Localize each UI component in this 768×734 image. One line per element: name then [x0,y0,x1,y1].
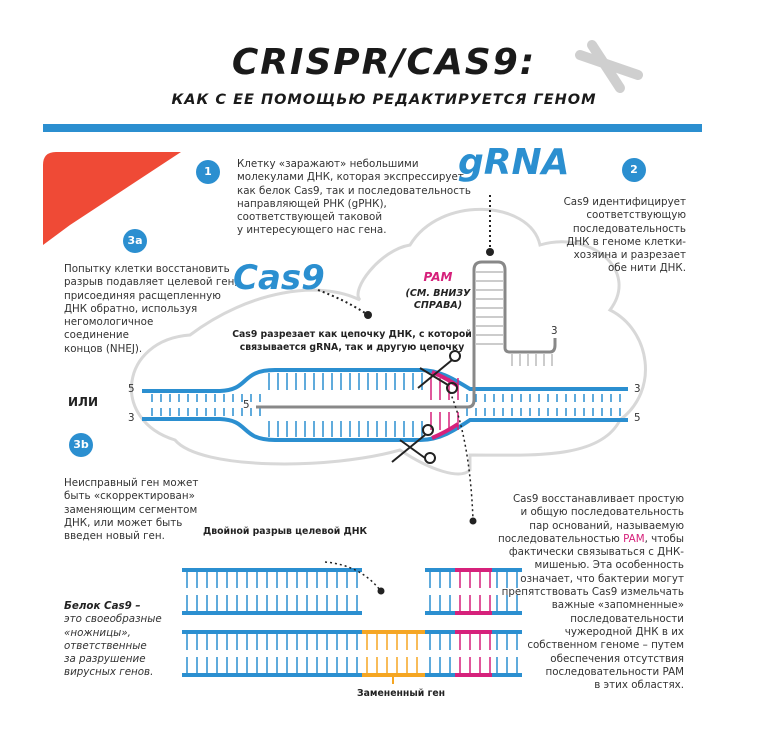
text-line: последовательности PAM [545,665,684,678]
text-line: собственном геноме – путем [527,639,684,652]
text-line: чужеродной ДНК в их [564,625,684,638]
text-line: соответствующей таковой [237,211,383,224]
text-line: как белок Cas9, так и последовательность [237,184,471,197]
grna-pointer-dot [486,248,494,256]
text-line: Неисправный ген может [64,477,199,489]
corner-decoration [43,152,181,245]
page-title: CRISPR/CAS9: [231,42,537,83]
text-line: разрыв подавляет целевой ген, [64,276,238,289]
text-line: важные «запомненные» [551,599,684,612]
pam-segment [431,370,460,440]
strand-label: 3 [551,325,558,337]
step-badge-3a: 3a [123,229,147,253]
text-line: Клетку «заражают» небольшими [237,158,419,170]
text-line: Попытку клетки восстановить [64,263,230,275]
pam-explanation-line: последовательностью PAM, чтобы [480,533,684,546]
text-line: молекулами ДНК, которая экспрессирует [237,171,464,184]
pam-note-line: (СМ. ВНИЗУ [405,288,471,299]
strand-label: 5 [243,399,250,411]
text-line: обе нити ДНК. [607,262,686,275]
header-divider [43,124,702,132]
scissors-icon-bottom [391,424,436,464]
pam-label: PAM [423,270,453,284]
text-line: ответственные [64,639,147,652]
cas9-note: Белок Cas9 – это своеобразные«ножницы»,о… [64,600,162,680]
text-line: Cas9 идентифицирует [563,196,686,208]
cut-caption: Cas9 разрезает как цепочку ДНК, с которо… [232,328,472,354]
pam-highlight: PAM [623,532,645,545]
text-line: у интересующего нас гена. [237,224,387,237]
text-line: мишенью. Эта особенность [534,559,684,572]
text-line: присоединяя расщепленную [64,289,221,302]
dna-double-helix [142,368,628,442]
text-line: направляющей РНК (gРНК), [237,197,387,210]
text-line: означает, что бактерии могут [520,572,684,585]
text-fragment: последовательностью [498,532,624,545]
text-line: соответствующую [586,209,686,222]
cut-caption-line: Cas9 разрезает как цепочку ДНК, с которо… [232,329,472,340]
or-label: ИЛИ [68,395,99,409]
strand-label: 3 [128,412,135,424]
text-line: последовательности [570,612,684,625]
cell-outline [129,207,647,476]
strand-label: 5 [128,383,135,395]
pam-explanation-line: и общую последовательность [520,506,685,519]
strand-label: 5 [634,412,641,424]
double-break-label: Двойной разрыв целевой ДНК [203,526,368,537]
text-line: негомологичное [64,316,154,329]
step-badge-2: 2 [622,158,646,182]
text-line: последовательность [572,222,686,235]
cut-caption-line: связывается gRNA, так и другую цепочку [239,342,465,353]
pam-explanation-line: Cas9 восстанавливает простую [512,493,684,505]
cas9-pointer-dot [364,311,372,319]
pam-note-line: СПРАВА) [413,300,463,311]
grna-label: gRNA [458,142,570,183]
text-line: в этих областях. [594,679,684,692]
break-pointer-dot [377,587,385,595]
pam-explanation-rest: фактически связываться с ДНК-мишенью. Эт… [480,546,684,692]
page-subtitle: КАК С ЕЕ ПОМОЩЬЮ РЕДАКТИРУЕТСЯ ГЕНОМ [171,92,597,108]
text-line: за разрушение [64,653,146,666]
dna-rungs [151,373,621,437]
text-line: ДНК обратно, используя [64,302,198,315]
step-badge-1: 1 [196,160,220,184]
text-line: хозяина и разрезает [573,249,686,262]
chromosome-icon [575,40,643,93]
scissors-icon-top [417,350,461,394]
text-line: соединение [64,329,129,342]
break-pointer [324,561,381,591]
pam-explanation: Cas9 восстанавливает простую и общую пос… [480,493,684,692]
text-line: быть «скорректирован» [64,490,195,503]
bottom-dna [182,568,522,677]
text-line: ДНК в геноме клетки- [566,235,686,248]
strand-label: 3 [634,383,641,395]
text-line: ДНК, или может быть [64,516,183,529]
pam-note: (СМ. ВНИЗУ СПРАВА) [403,288,473,312]
text-line: это своеобразные [64,613,162,626]
pam-explanation-line: пар оснований, называемую [529,519,684,532]
step-badge-3b: 3b [69,433,93,457]
text-line: введен новый ген. [64,530,165,543]
text-line: обеспечения отсутствия [550,652,684,665]
grna-rungs [476,271,553,366]
text-line: «ножницы», [64,626,131,639]
cas9-note-title: Белок Cas9 – [64,600,141,612]
text-line: вирусных генов. [64,666,154,679]
replaced-gene-label: Замененный ген [357,688,446,699]
pam-pointer-dot [469,517,477,525]
cas9-label: Cas9 [233,258,325,298]
text-line: заменяющим сегментом [64,503,198,516]
text-line: концов (NHEJ). [64,342,143,355]
grna-strand [256,260,557,409]
text-line: фактически связываться с ДНК- [508,546,684,559]
text-fragment: , чтобы [644,532,684,545]
text-line: препятствовать Cas9 измельчать [501,586,684,599]
